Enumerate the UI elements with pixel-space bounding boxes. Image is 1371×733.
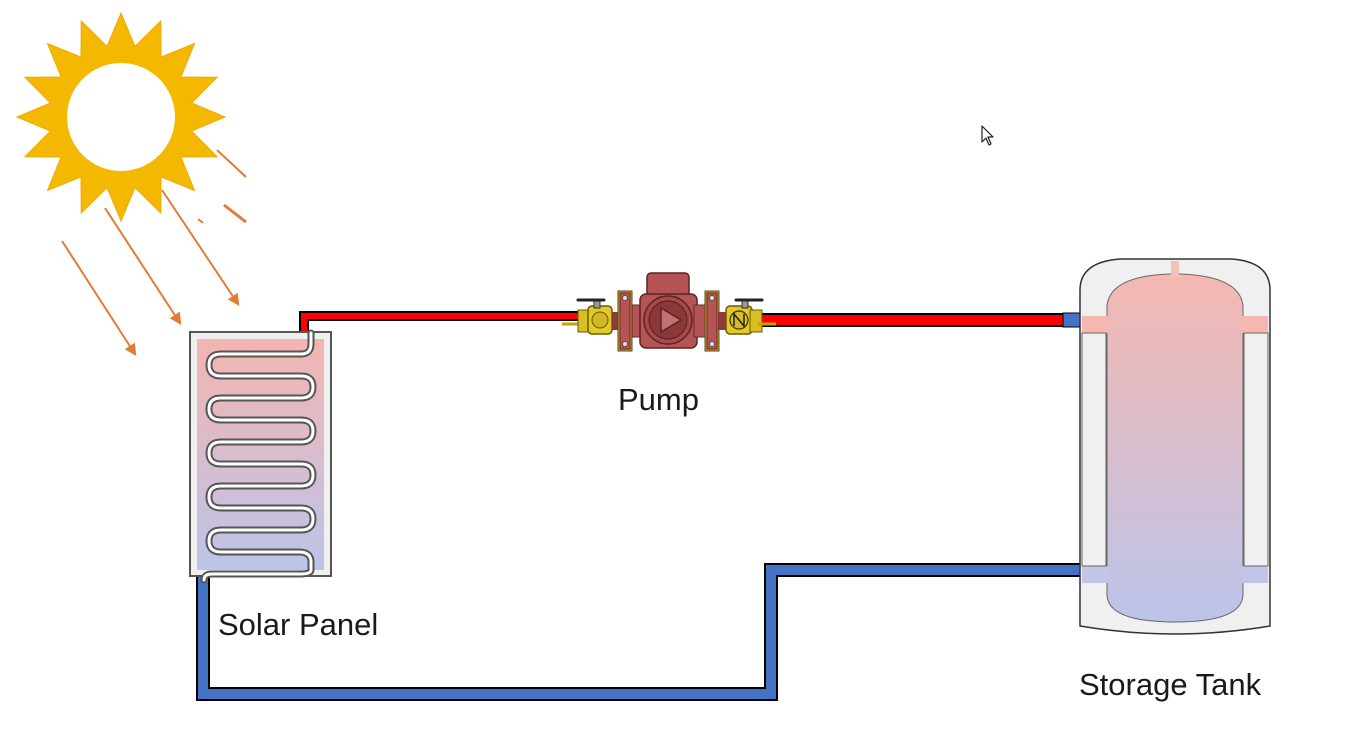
storage-tank-label: Storage Tank xyxy=(1079,667,1262,702)
sun-ray xyxy=(61,240,137,357)
solar-panel xyxy=(189,329,332,584)
pump-label: Pump xyxy=(618,382,699,417)
mouse-pointer-icon xyxy=(981,125,994,146)
pump-assembly xyxy=(562,272,776,352)
ball-valve-icon xyxy=(562,298,613,335)
pump-flange-right xyxy=(693,290,726,352)
hot-supply-pipe xyxy=(299,311,1082,333)
sun-icon xyxy=(15,11,227,223)
sun-ray xyxy=(104,207,182,326)
cold-return-pipe xyxy=(196,563,1081,701)
sun-ray xyxy=(161,189,240,306)
pump-flange-left xyxy=(612,290,645,352)
sun-rays xyxy=(61,149,247,357)
storage-tank xyxy=(1079,258,1271,635)
sun-ray xyxy=(223,203,247,224)
circulator-pump-icon xyxy=(639,272,698,349)
check-valve-icon xyxy=(725,298,776,335)
sun-ray xyxy=(216,149,247,178)
solar-panel-label: Solar Panel xyxy=(218,607,379,642)
sun-ray xyxy=(197,218,204,224)
